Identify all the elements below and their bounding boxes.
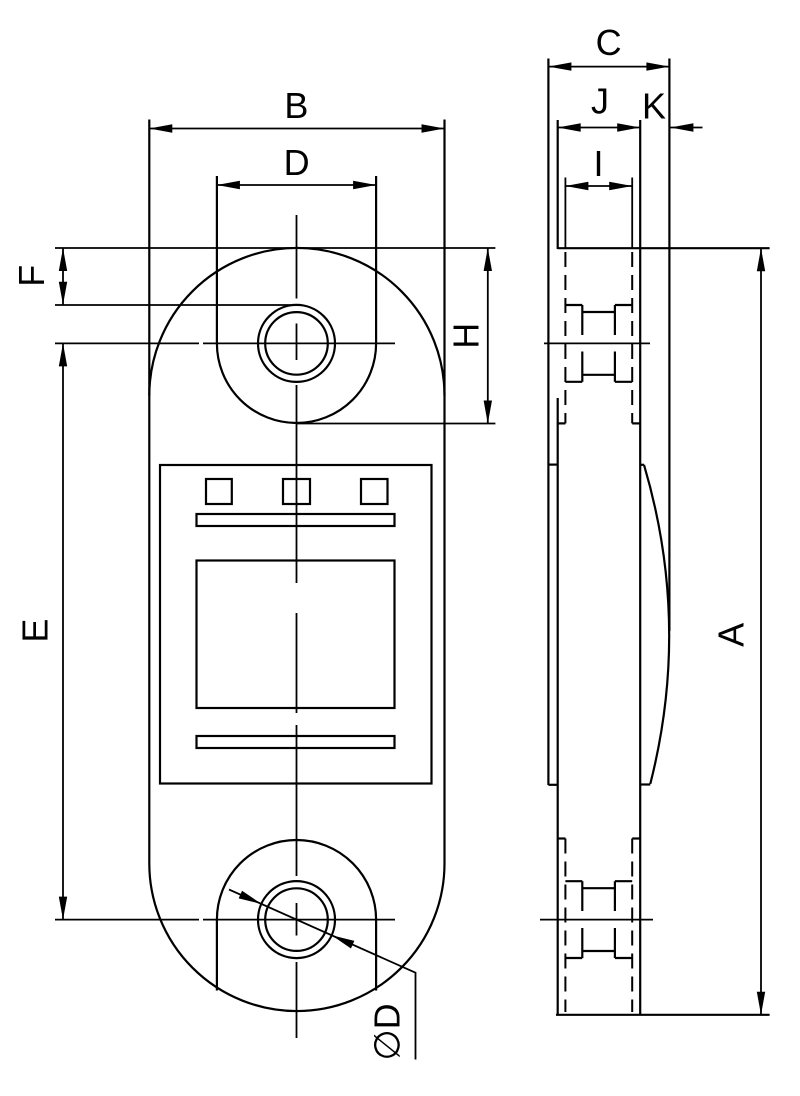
svg-text:E: E [15, 619, 56, 643]
svg-text:A: A [711, 623, 752, 647]
svg-text:J: J [591, 81, 609, 122]
svg-text:H: H [446, 323, 487, 349]
svg-text:K: K [642, 86, 666, 127]
svg-text:C: C [596, 22, 622, 63]
svg-text:B: B [284, 85, 308, 126]
svg-text:∅D: ∅D [366, 1003, 407, 1060]
svg-text:D: D [284, 142, 310, 183]
svg-text:I: I [593, 143, 603, 184]
svg-text:F: F [11, 265, 52, 287]
